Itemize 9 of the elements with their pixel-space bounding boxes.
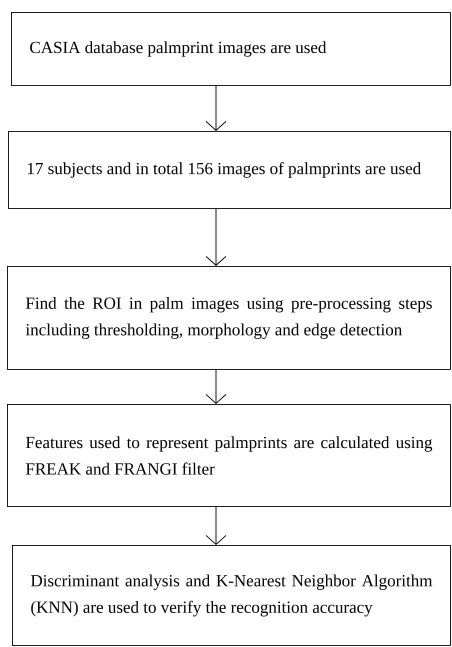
process-box: CASIA database palmprint images are used — [11, 12, 451, 86]
process-box: Find the ROI in palm images using pre-processing steps including thresholding, morphology and edge detection — [7, 266, 451, 370]
arrow — [206, 208, 226, 266]
process-box: 17 subjects and in total 156 images of palmprints are used — [8, 131, 451, 209]
arrow — [206, 85, 226, 131]
arrow — [206, 506, 226, 545]
arrow — [206, 369, 226, 404]
process-box: Discriminant analysis and K-Nearest Neighbor Algorithm (KNN) are used to verify the recognition accuracy — [12, 545, 451, 646]
process-box: Features used to represent palmprints are calculated using FREAK and FRANGI filter — [7, 404, 451, 507]
